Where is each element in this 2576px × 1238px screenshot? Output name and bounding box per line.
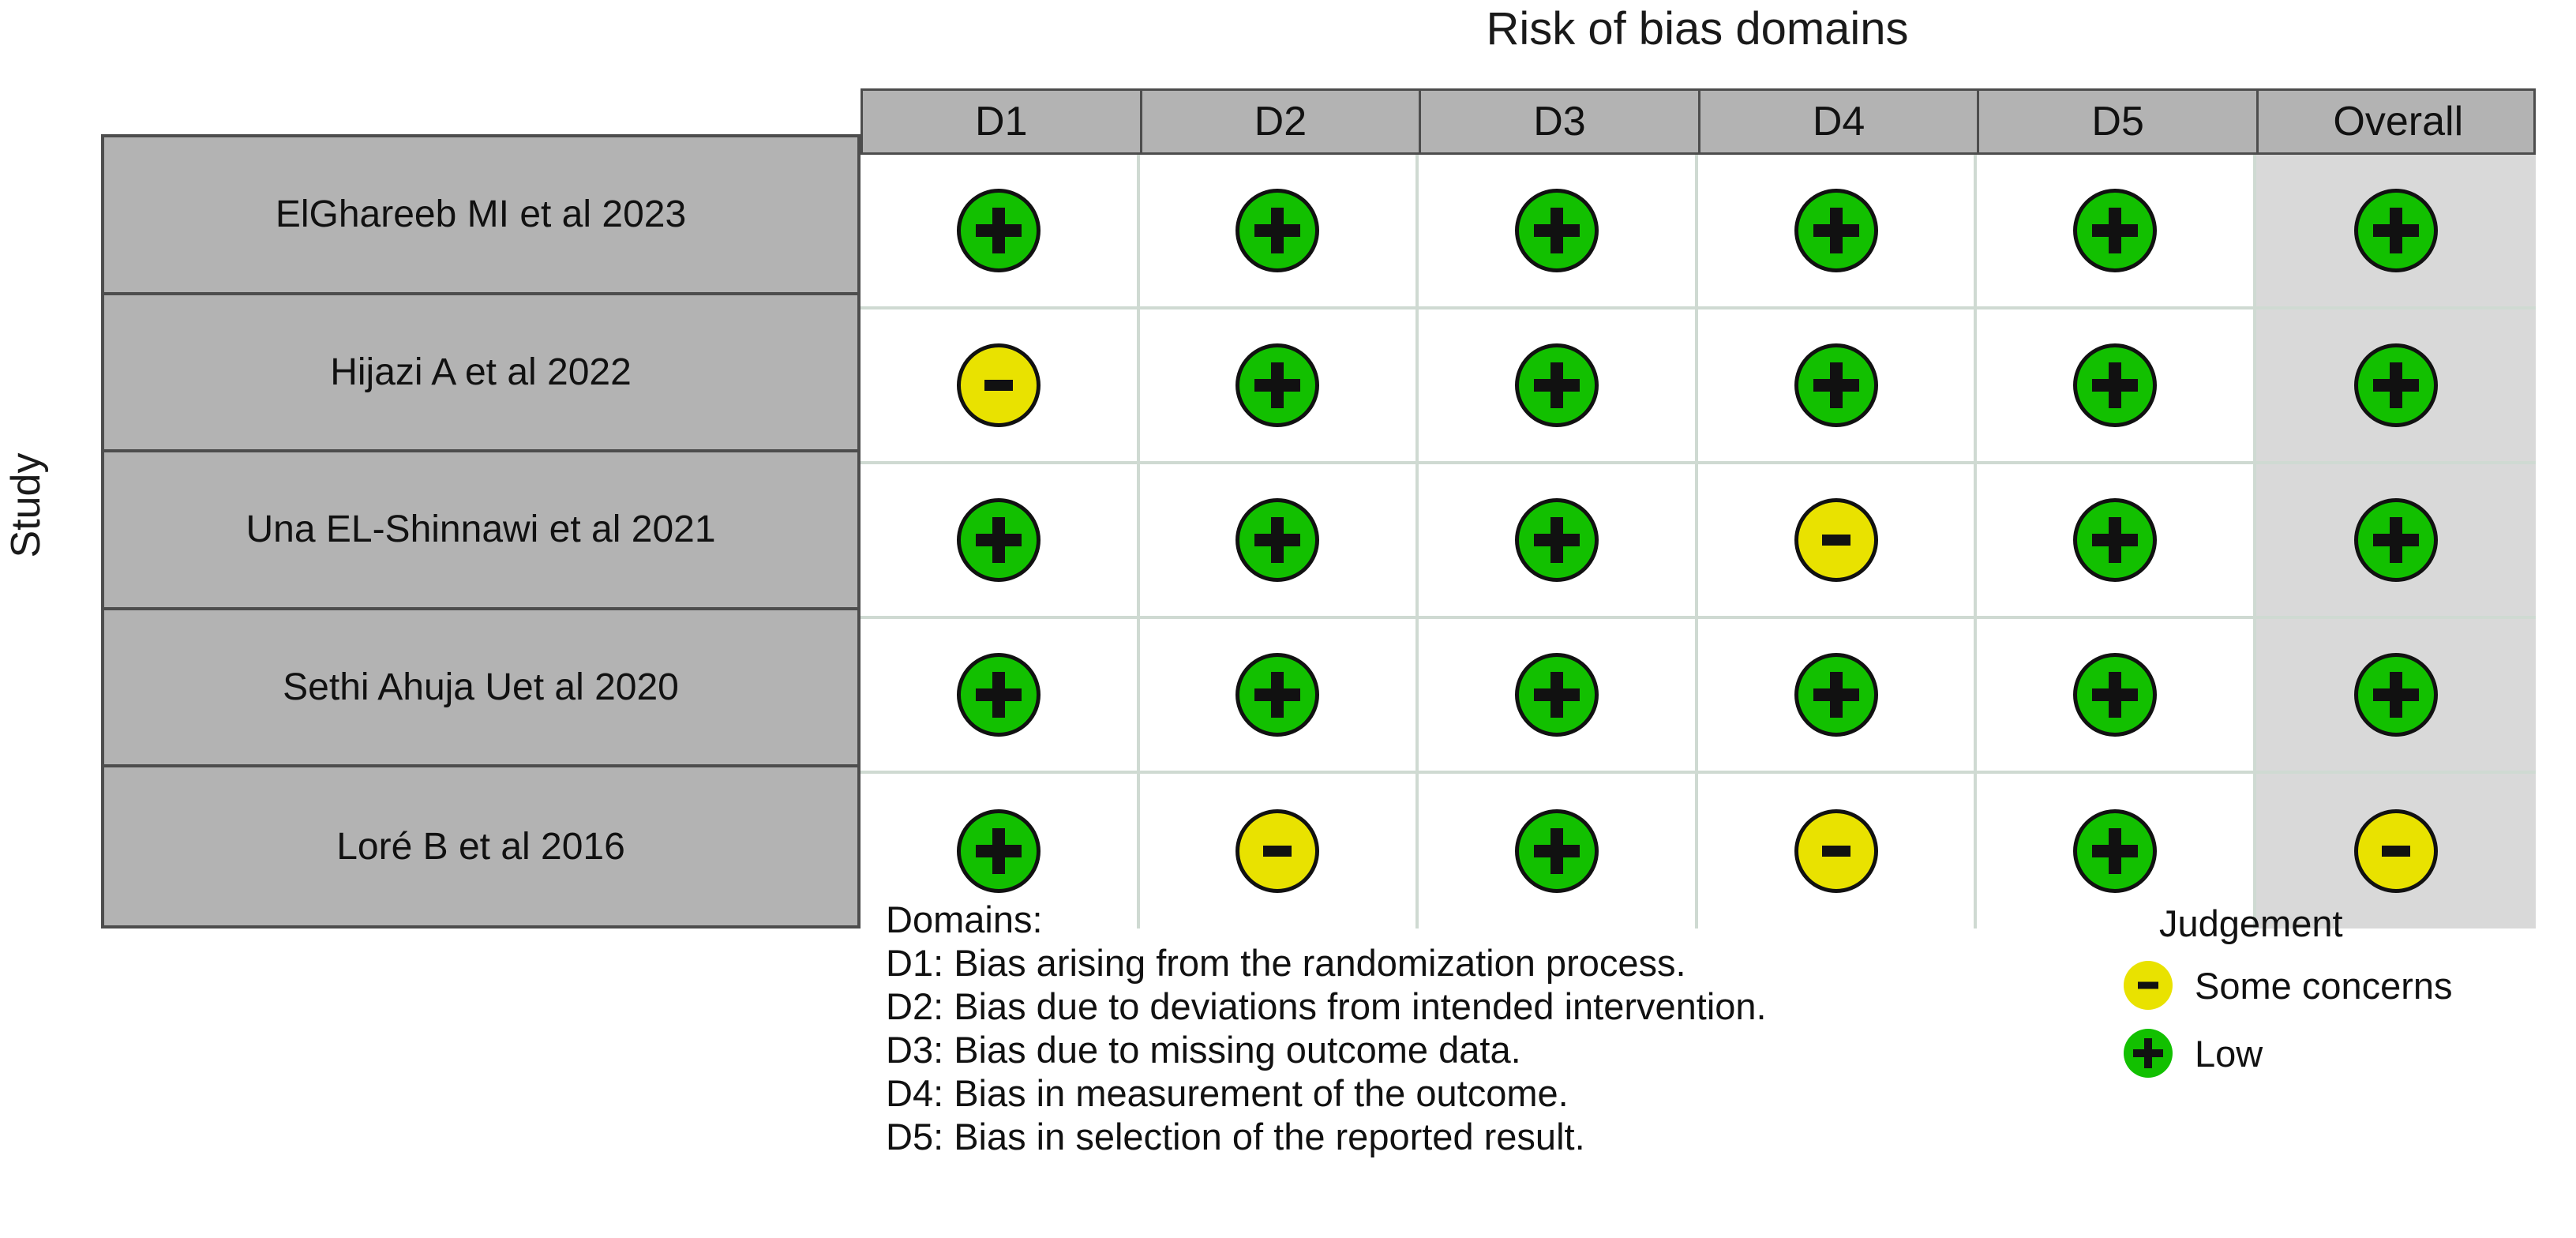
low-risk-icon xyxy=(956,653,1041,737)
column-header-overall: Overall xyxy=(2333,99,2464,144)
some-concerns-icon xyxy=(2353,809,2438,893)
judgement-cell-d5[interactable] xyxy=(1977,774,2256,928)
matrix-row xyxy=(861,464,2536,619)
judgement-legend-label: Some concerns xyxy=(2195,964,2453,1007)
study-label-cell: Una EL-Shinnawi et al 2021 xyxy=(104,452,857,610)
judgement-cell-overall[interactable] xyxy=(2255,464,2536,619)
judgement-cell-d1[interactable] xyxy=(861,155,1140,310)
low-risk-icon xyxy=(1514,809,1599,893)
judgement-cell-d4[interactable] xyxy=(1697,619,1978,774)
column-header-d2: D2 xyxy=(1142,91,1422,152)
domain-header-row: D1 D2 D3 D4 D5 Overall xyxy=(861,88,2536,155)
judgement-cell-d2[interactable] xyxy=(1139,774,1419,928)
judgement-cell-d4[interactable] xyxy=(1697,464,1978,619)
column-header-d1: D1 xyxy=(863,91,1142,152)
judgement-cell-overall[interactable] xyxy=(2255,619,2536,774)
column-header-d3: D3 xyxy=(1421,91,1700,152)
low-risk-icon xyxy=(1794,653,1878,737)
judgement-cell-d1[interactable] xyxy=(861,464,1140,619)
page-title: Risk of bias domains xyxy=(1486,3,1909,54)
matrix-row xyxy=(861,155,2536,310)
judgement-cell-d3[interactable] xyxy=(1419,310,1698,464)
domains-legend-d4: D4: Bias in measurement of the outcome. xyxy=(886,1071,1569,1114)
low-risk-icon xyxy=(2073,498,2158,582)
judgement-cell-d3[interactable] xyxy=(1419,464,1698,619)
low-risk-icon xyxy=(1236,343,1320,427)
judgement-cell-overall[interactable] xyxy=(2255,310,2536,464)
risk-of-bias-matrix xyxy=(861,155,2536,928)
low-risk-icon xyxy=(2073,653,2158,737)
matrix-row xyxy=(861,619,2536,774)
low-risk-icon xyxy=(1236,498,1320,582)
judgement-cell-d3[interactable] xyxy=(1419,619,1698,774)
judgement-cell-d2[interactable] xyxy=(1139,464,1419,619)
some-concerns-icon xyxy=(2124,961,2173,1010)
judgement-legend-label: Low xyxy=(2195,1032,2263,1075)
judgement-cell-overall[interactable] xyxy=(2255,155,2536,310)
low-risk-icon xyxy=(2124,1029,2173,1078)
low-risk-icon xyxy=(1514,498,1599,582)
judgement-legend-item-low: Low xyxy=(2124,1026,2453,1081)
judgement-cell-d3[interactable] xyxy=(1419,155,1698,310)
judgement-cell-d4[interactable] xyxy=(1697,774,1978,928)
low-risk-icon xyxy=(956,498,1041,582)
low-risk-icon xyxy=(956,189,1041,272)
low-risk-icon xyxy=(1794,343,1878,427)
low-risk-icon xyxy=(2353,343,2438,427)
study-label-cell: Hijazi A et al 2022 xyxy=(104,295,857,453)
domains-legend-heading: Domains: xyxy=(886,898,1043,940)
domains-legend-d1: D1: Bias arising from the randomization … xyxy=(886,941,1686,984)
low-risk-icon xyxy=(2073,809,2158,893)
column-header-d4: D4 xyxy=(1700,91,1980,152)
judgement-cell-d5[interactable] xyxy=(1977,464,2256,619)
low-risk-icon xyxy=(2073,343,2158,427)
judgement-legend-title: Judgement xyxy=(2159,902,2343,944)
judgement-cell-d2[interactable] xyxy=(1139,155,1419,310)
judgement-legend-item-some-concerns: Some concerns xyxy=(2124,958,2453,1013)
judgement-cell-d5[interactable] xyxy=(1977,310,2256,464)
low-risk-icon xyxy=(1514,343,1599,427)
some-concerns-icon xyxy=(1236,809,1320,893)
column-header-d5: D5 xyxy=(1979,91,2259,152)
low-risk-icon xyxy=(2353,498,2438,582)
judgement-cell-d1[interactable] xyxy=(861,619,1140,774)
judgement-cell-d3[interactable] xyxy=(1419,774,1698,928)
low-risk-icon xyxy=(956,809,1041,893)
judgement-cell-overall[interactable] xyxy=(2255,774,2536,928)
low-risk-icon xyxy=(1514,189,1599,272)
study-label-cell: Loré B et al 2016 xyxy=(336,825,625,868)
domains-legend-d3: D3: Bias due to missing outcome data. xyxy=(886,1028,1521,1071)
judgement-cell-d2[interactable] xyxy=(1139,310,1419,464)
low-risk-icon xyxy=(2353,653,2438,737)
study-label-column: ElGhareeb MI et al 2023 Hijazi A et al 2… xyxy=(101,134,861,928)
judgement-cell-d5[interactable] xyxy=(1977,619,2256,774)
low-risk-icon xyxy=(1236,653,1320,737)
low-risk-icon xyxy=(1794,189,1878,272)
judgement-cell-d4[interactable] xyxy=(1697,155,1978,310)
low-risk-icon xyxy=(1236,189,1320,272)
domains-legend-d2: D2: Bias due to deviations from intended… xyxy=(886,985,1767,1027)
domains-legend-d5: D5: Bias in selection of the reported re… xyxy=(886,1115,1585,1157)
low-risk-icon xyxy=(1514,653,1599,737)
y-axis-label: Study xyxy=(3,452,49,558)
some-concerns-icon xyxy=(1794,809,1878,893)
low-risk-icon xyxy=(2073,189,2158,272)
low-risk-icon xyxy=(2353,189,2438,272)
matrix-row xyxy=(861,310,2536,464)
study-label-cell: Sethi Ahuja Uet al 2020 xyxy=(104,610,857,768)
judgement-cell-d1[interactable] xyxy=(861,310,1140,464)
some-concerns-icon xyxy=(1794,498,1878,582)
judgement-cell-d5[interactable] xyxy=(1977,155,2256,310)
judgement-cell-d1[interactable] xyxy=(861,774,1140,928)
judgement-legend: Judgement Some concerns Low xyxy=(2124,902,2453,1081)
study-label-cell: ElGhareeb MI et al 2023 xyxy=(104,137,857,295)
matrix-row xyxy=(861,774,2536,928)
some-concerns-icon xyxy=(956,343,1041,427)
judgement-cell-d4[interactable] xyxy=(1697,310,1978,464)
judgement-cell-d2[interactable] xyxy=(1139,619,1419,774)
domains-legend: Domains: D1: Bias arising from the rando… xyxy=(886,898,1767,1159)
